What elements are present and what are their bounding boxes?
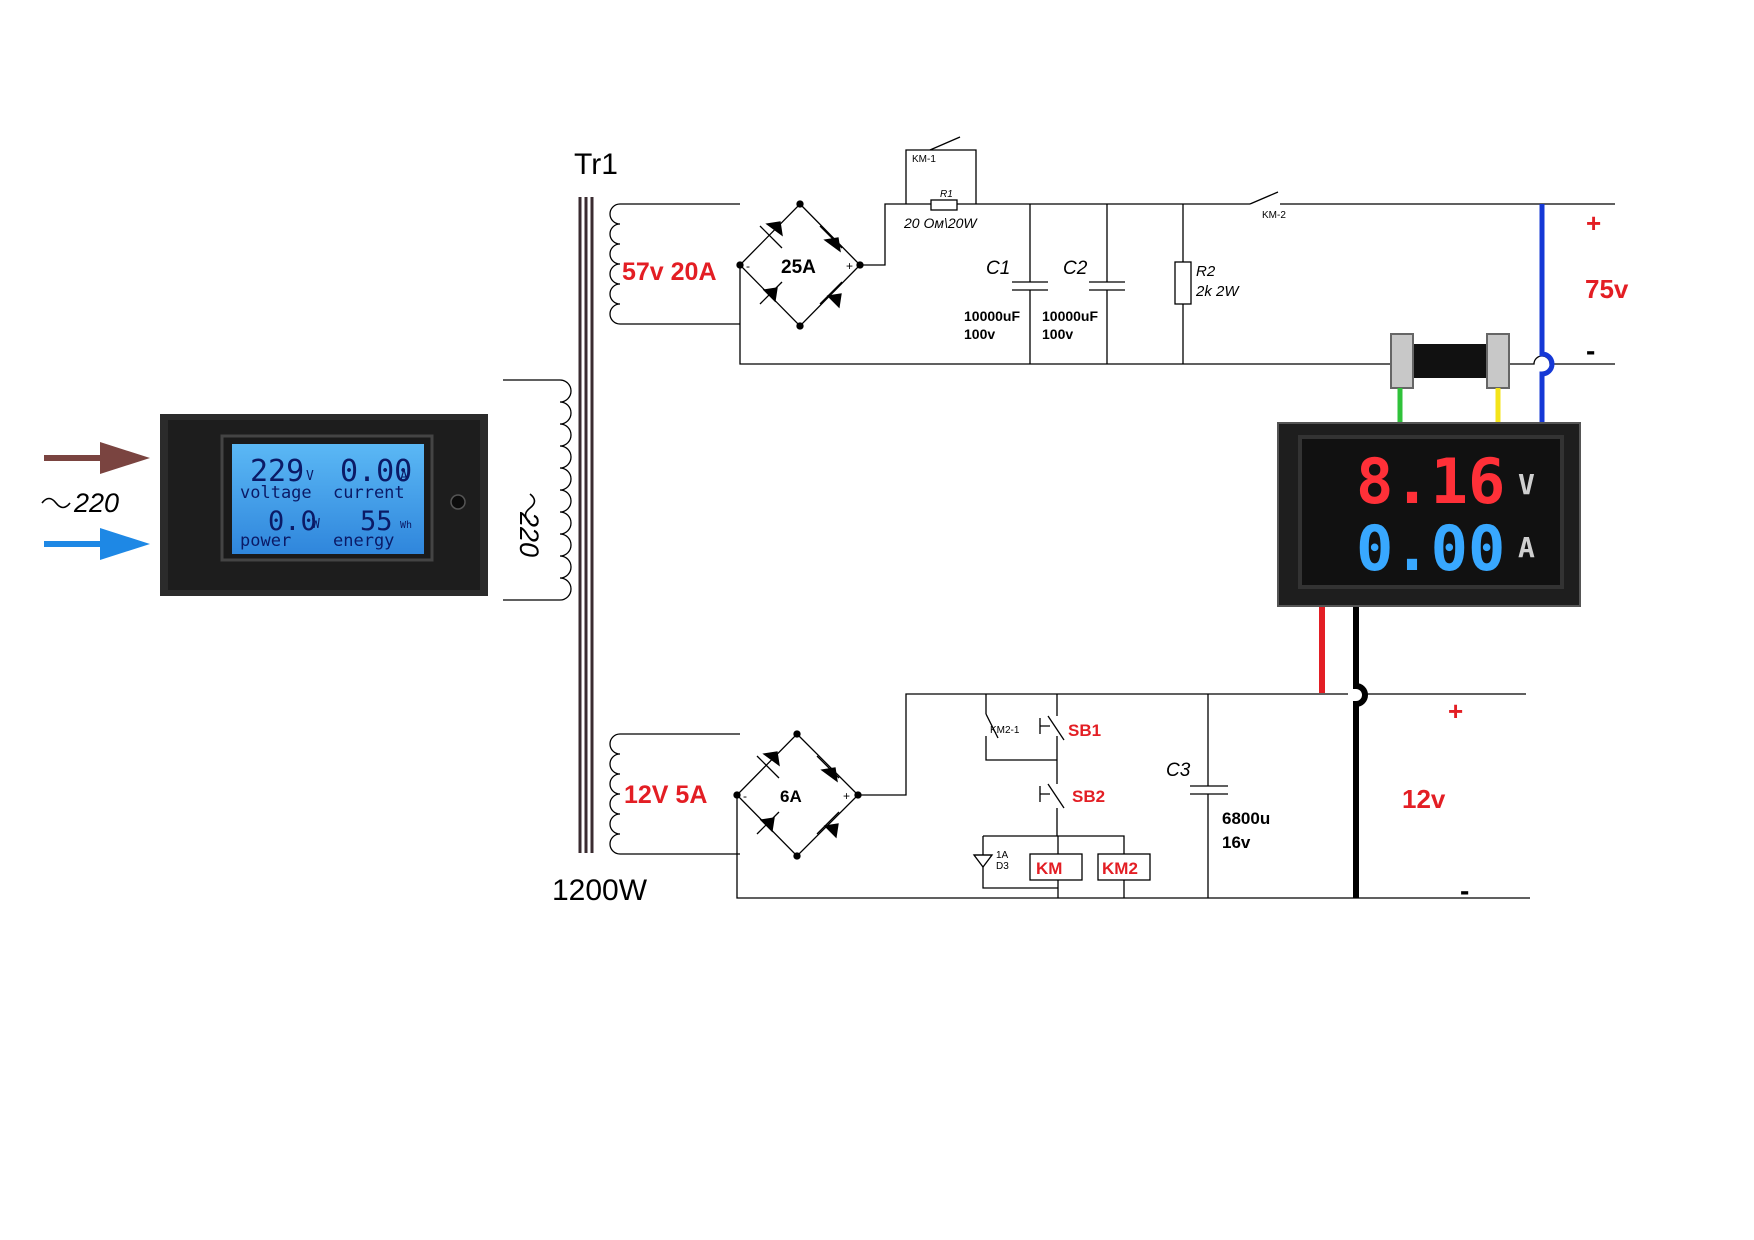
diode-rating: 1A xyxy=(996,850,1009,861)
secondary-winding-high xyxy=(609,203,740,325)
c1-name: C1 xyxy=(986,258,1010,279)
low-output-voltage: 12v xyxy=(1402,784,1446,814)
brown-arrow-icon xyxy=(100,442,150,474)
low-output-plus: + xyxy=(1448,696,1463,726)
secondary-low-label: 12V 5A xyxy=(624,781,707,809)
input-arrows: 220 xyxy=(41,442,150,560)
secondary-high-label: 57v 20A xyxy=(622,258,717,286)
high-output-voltage: 75v xyxy=(1585,274,1629,304)
lcd-current-unit: A xyxy=(400,469,408,484)
dc-volt-ampere-meter: 8.16 V 0.00 A xyxy=(1277,422,1581,607)
c2-voltage: 100v xyxy=(1042,326,1073,342)
dc-voltage-unit: V xyxy=(1518,468,1535,501)
low-output-minus: - xyxy=(1460,875,1469,906)
current-shunt xyxy=(1390,333,1510,389)
diode-name: D3 xyxy=(996,861,1009,872)
lcd-power-value: 0.0 xyxy=(268,506,317,537)
lcd-power-label: power xyxy=(240,531,291,551)
lcd-voltage-unit: V xyxy=(306,469,314,484)
low-voltage-circuit xyxy=(733,693,1530,899)
dc-current-unit: A xyxy=(1518,531,1535,564)
r2-name: R2 xyxy=(1196,263,1216,280)
ac-tilde-icon xyxy=(41,497,71,509)
lcd-voltage-value: 229 xyxy=(250,454,304,489)
c1-voltage: 100v xyxy=(964,326,995,342)
relay-km1-label: KM-1 xyxy=(912,154,936,165)
relay-km2-label: KM-2 xyxy=(1262,210,1286,221)
bridge-25a-plus: + xyxy=(846,259,853,273)
meter-button[interactable] xyxy=(450,494,466,510)
sb1-label: SB1 xyxy=(1068,721,1101,740)
bridge-25a-minus: - xyxy=(746,259,750,273)
high-output-plus: + xyxy=(1586,208,1601,238)
transformer-name: Tr1 xyxy=(574,148,618,181)
lcd-screen xyxy=(232,444,424,554)
c3-name: C3 xyxy=(1166,760,1191,781)
ac-power-meter: 229 V 0.00 A voltage current 0.0 W 55 Wh… xyxy=(160,414,488,596)
r1-value: 20 Ом\20W xyxy=(903,215,978,231)
lcd-energy-label: energy xyxy=(333,531,394,551)
bridge-25a-label: 25A xyxy=(781,257,816,278)
black-wire xyxy=(1353,605,1368,898)
high-output-minus: - xyxy=(1586,335,1595,366)
c3-voltage: 16v xyxy=(1222,833,1251,852)
lcd-power-unit: W xyxy=(312,517,320,532)
dc-current-reading: 0.00 xyxy=(1356,512,1505,585)
lcd-voltage-label: voltage xyxy=(240,483,312,503)
input-voltage-label: 220 xyxy=(73,488,119,518)
lcd-current-label: current xyxy=(333,483,405,503)
c2-value: 10000uF xyxy=(1042,308,1098,324)
c1-value: 10000uF xyxy=(964,308,1020,324)
primary-tilde-icon xyxy=(524,493,536,523)
transformer: Tr1 1200W 220 57v 20A 12V 5A xyxy=(503,148,740,907)
relay-contact-km2-1: KM2-1 xyxy=(990,725,1020,736)
lcd-energy-value: 55 xyxy=(360,506,393,537)
lcd-current-value: 0.00 xyxy=(340,454,412,489)
r1-name: R1 xyxy=(940,189,953,200)
secondary-winding-low xyxy=(609,733,740,855)
c3-value: 6800u xyxy=(1222,809,1270,828)
r2-value: 2k 2W xyxy=(1195,283,1240,300)
c2-name: C2 xyxy=(1063,258,1088,279)
meter-wires xyxy=(1319,204,1555,898)
high-circuit-labels: 25A - + KM-1 R1 20 Ом\20W C1 10000uF 100… xyxy=(746,154,1629,366)
transformer-power: 1200W xyxy=(552,874,648,907)
blue-arrow-icon xyxy=(100,528,150,560)
blue-wire xyxy=(1539,204,1555,425)
bridge-6a-label: 6A xyxy=(780,787,802,806)
bridge-6a-plus: + xyxy=(843,789,850,803)
bridge-rectifier-6a xyxy=(733,730,862,860)
lcd-energy-unit: Wh xyxy=(400,520,412,531)
bridge-6a-minus: - xyxy=(743,789,747,803)
coil-km-label: KM xyxy=(1036,859,1062,878)
sb2-label: SB2 xyxy=(1072,787,1105,806)
primary-voltage-label: 220 xyxy=(514,511,544,557)
high-voltage-circuit xyxy=(736,136,1615,365)
coil-km2-label: KM2 xyxy=(1102,859,1138,878)
bridge-rectifier-25a xyxy=(736,200,864,330)
primary-winding xyxy=(503,379,572,601)
low-circuit-labels: 6A - + KM2-1 SB1 SB2 1A D3 KM KM2 C3 680… xyxy=(743,696,1469,906)
dc-voltage-reading: 8.16 xyxy=(1356,445,1505,518)
